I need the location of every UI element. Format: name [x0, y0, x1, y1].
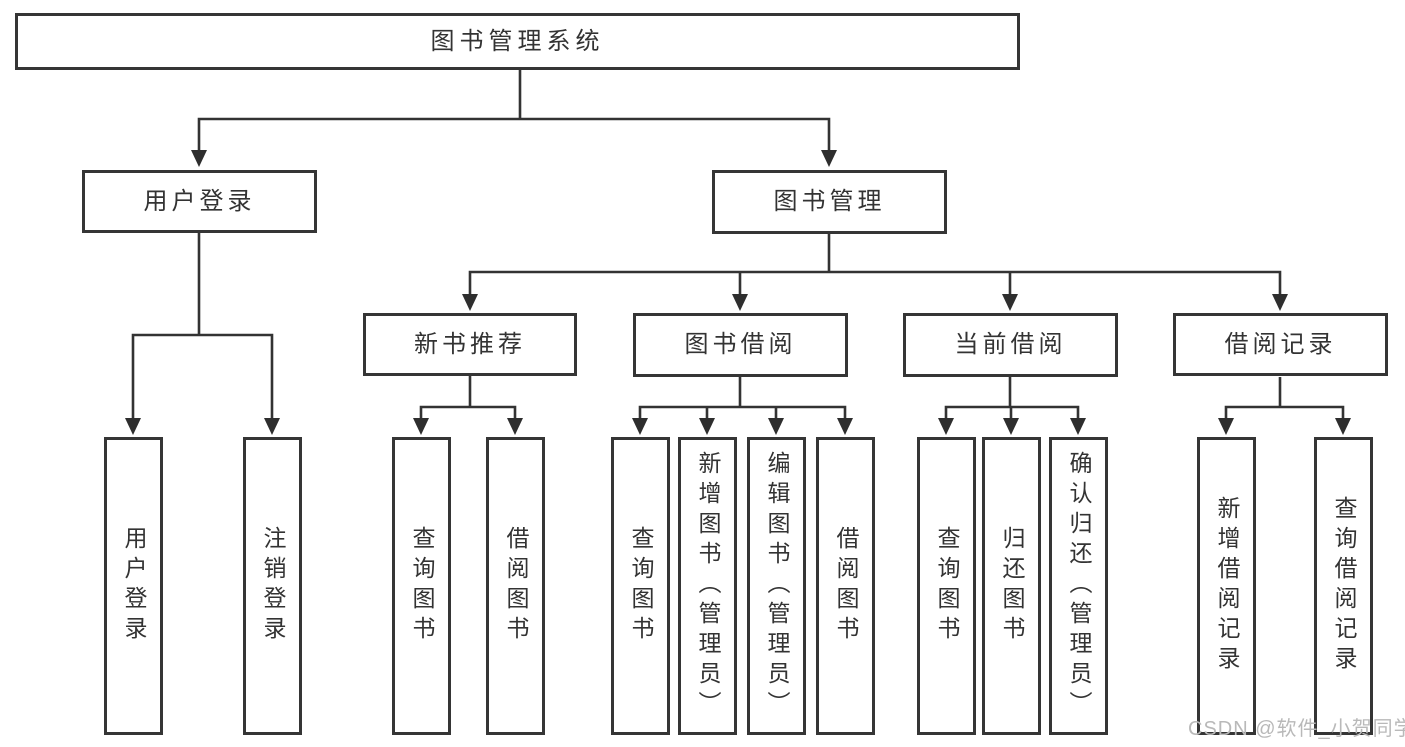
node-book-management-label: 图书管理 [773, 188, 886, 215]
leaf-recommend-borrow-book-label: 借阅图书 [503, 526, 529, 646]
node-borrow-records-label: 借阅记录 [1224, 330, 1337, 358]
leaf-current-confirm-return-admin-label: 确认归还（管理员） [1066, 451, 1092, 721]
leaf-records-query-record: 查询借阅记录 [1314, 437, 1373, 735]
leaf-user-login-label: 用户登录 [121, 526, 147, 646]
node-new-book-recommend-label: 新书推荐 [414, 330, 526, 358]
leaf-recommend-query-book: 查询图书 [392, 437, 451, 735]
node-new-book-recommend: 新书推荐 [363, 313, 577, 376]
leaf-borrow-edit-book-admin: 编辑图书（管理员） [747, 437, 806, 735]
node-user-login-group-label: 用户登录 [143, 187, 256, 215]
connector-user-login-branch [125, 233, 280, 435]
node-root: 图书管理系统 [15, 13, 1020, 70]
leaf-borrow-borrow-book-label: 借阅图书 [833, 526, 859, 646]
leaf-borrow-borrow-book: 借阅图书 [816, 437, 875, 735]
leaf-recommend-query-book-label: 查询图书 [409, 526, 435, 646]
leaf-recommend-borrow-book: 借阅图书 [486, 437, 545, 735]
connector-borrow-records-branch [1218, 377, 1351, 435]
leaf-current-return-book-label: 归还图书 [999, 526, 1025, 646]
node-current-borrow-label: 当前借阅 [954, 331, 1067, 358]
leaf-borrow-add-book-admin: 新增图书（管理员） [678, 437, 737, 735]
connector-book-management-to-level3 [462, 234, 1288, 311]
leaf-records-add-record-label: 新增借阅记录 [1214, 496, 1240, 676]
connector-root-to-level2 [191, 70, 837, 167]
node-book-management: 图书管理 [712, 170, 947, 234]
connector-book-borrow-branch [632, 377, 853, 435]
leaf-user-login: 用户登录 [104, 437, 163, 735]
leaf-borrow-query-book-label: 查询图书 [628, 526, 654, 646]
leaf-borrow-query-book: 查询图书 [611, 437, 670, 735]
leaf-current-query-book: 查询图书 [917, 437, 976, 735]
leaf-records-add-record: 新增借阅记录 [1197, 437, 1256, 735]
leaf-current-query-book-label: 查询图书 [934, 526, 960, 646]
leaf-logout: 注销登录 [243, 437, 302, 735]
node-user-login-group: 用户登录 [82, 170, 317, 233]
leaf-borrow-add-book-admin-label: 新增图书（管理员） [695, 451, 721, 721]
connector-current-borrow-branch [938, 377, 1086, 435]
node-current-borrow: 当前借阅 [903, 313, 1118, 377]
node-book-borrow: 图书借阅 [633, 313, 848, 377]
connector-new-book-recommend-branch [413, 376, 523, 435]
leaf-current-return-book: 归还图书 [982, 437, 1041, 735]
node-borrow-records: 借阅记录 [1173, 313, 1388, 376]
leaf-current-confirm-return-admin: 确认归还（管理员） [1049, 437, 1108, 735]
node-root-label: 图书管理系统 [430, 27, 605, 55]
leaf-borrow-edit-book-admin-label: 编辑图书（管理员） [764, 451, 790, 721]
csdn-watermark: CSDN @软件_小贺同学 [1188, 718, 1405, 740]
node-book-borrow-label: 图书借阅 [684, 331, 797, 358]
leaf-records-query-record-label: 查询借阅记录 [1331, 496, 1357, 676]
leaf-logout-label: 注销登录 [260, 526, 286, 646]
